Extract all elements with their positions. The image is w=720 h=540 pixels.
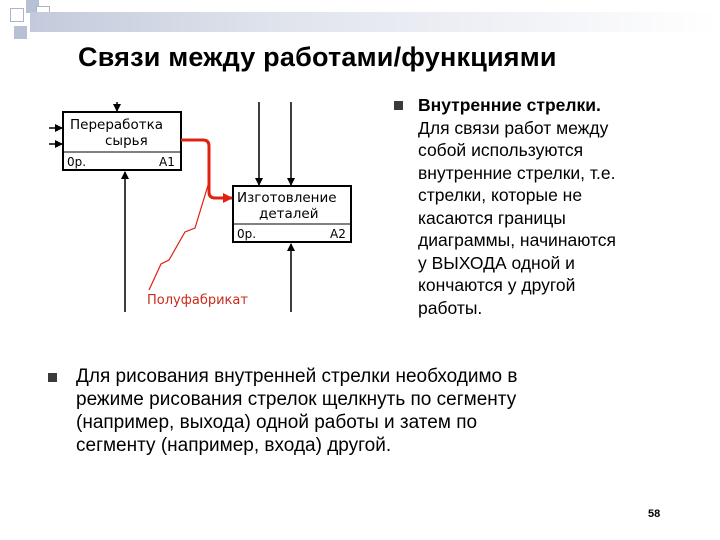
page-title: Связи между работами/функциями xyxy=(78,42,557,72)
activity-box-a2[interactable]: Изготовление деталей 0р. A2 xyxy=(232,185,352,243)
internal-arrow[interactable] xyxy=(181,138,233,203)
right-bullet-heading: Внутренние стрелки. xyxy=(418,95,601,115)
box2-label-line1: Изготовление xyxy=(237,190,337,206)
right-bullet-line: диаграммы, начинаются xyxy=(418,230,617,250)
right-bullet-line: кончаются у другой xyxy=(418,275,576,295)
bottom-bullet-line: сегменту (например, входа) другой. xyxy=(76,435,392,456)
box1-label-line2: сырья xyxy=(105,133,148,149)
title-bar-gradient xyxy=(30,12,720,32)
box2-control-arrows xyxy=(255,102,295,186)
right-bullet-line: касаются границы xyxy=(418,207,566,228)
page-number: 58 xyxy=(648,508,661,520)
box1-cost: 0р. xyxy=(67,155,86,169)
right-bullet-line: у ВЫХОДА одной и xyxy=(418,252,575,273)
idef0-diagram: Переработка сырья 0р. A1 Изготовление де… xyxy=(45,100,367,318)
box1-label-line1: Переработка xyxy=(70,117,163,133)
arrow-label: Полуфабрикат xyxy=(147,293,248,308)
corner-square-4 xyxy=(14,26,27,39)
box1-input-arrows xyxy=(49,124,63,148)
box2-label-line2: деталей xyxy=(259,206,318,222)
bottom-bullet-line: (например, выхода) одной работы и затем … xyxy=(76,412,478,433)
right-bullet-line: внутренние стрелки, т.е. xyxy=(418,162,616,183)
box1-node: A1 xyxy=(159,155,175,169)
box2-cost: 0р. xyxy=(237,227,256,241)
right-bullet-line: работы. xyxy=(418,297,483,318)
right-bullet-line: стрелки, которые не xyxy=(418,185,583,205)
bullet-marker-bottom xyxy=(48,373,57,382)
right-bullet-line: собой используются xyxy=(418,140,584,160)
bottom-bullet-line: режиме рисования стрелок щелкнуть по сег… xyxy=(76,389,517,410)
right-bullet-line: Для связи работ между xyxy=(418,117,609,138)
bottom-bullet-text: Для рисования внутренней стрелки необход… xyxy=(76,365,676,457)
box2-node: A2 xyxy=(330,227,346,241)
corner-square-2 xyxy=(26,0,39,13)
corner-square-1 xyxy=(10,8,24,22)
right-bullet-text: Внутренние стрелки. Для связи работ межд… xyxy=(418,94,688,319)
bottom-bullet-line: Для рисования внутренней стрелки необход… xyxy=(76,366,518,387)
activity-box-a1[interactable]: Переработка сырья 0р. A1 xyxy=(62,111,182,171)
bullet-marker-right xyxy=(394,101,403,110)
arrow-label-squiggle xyxy=(148,181,210,291)
